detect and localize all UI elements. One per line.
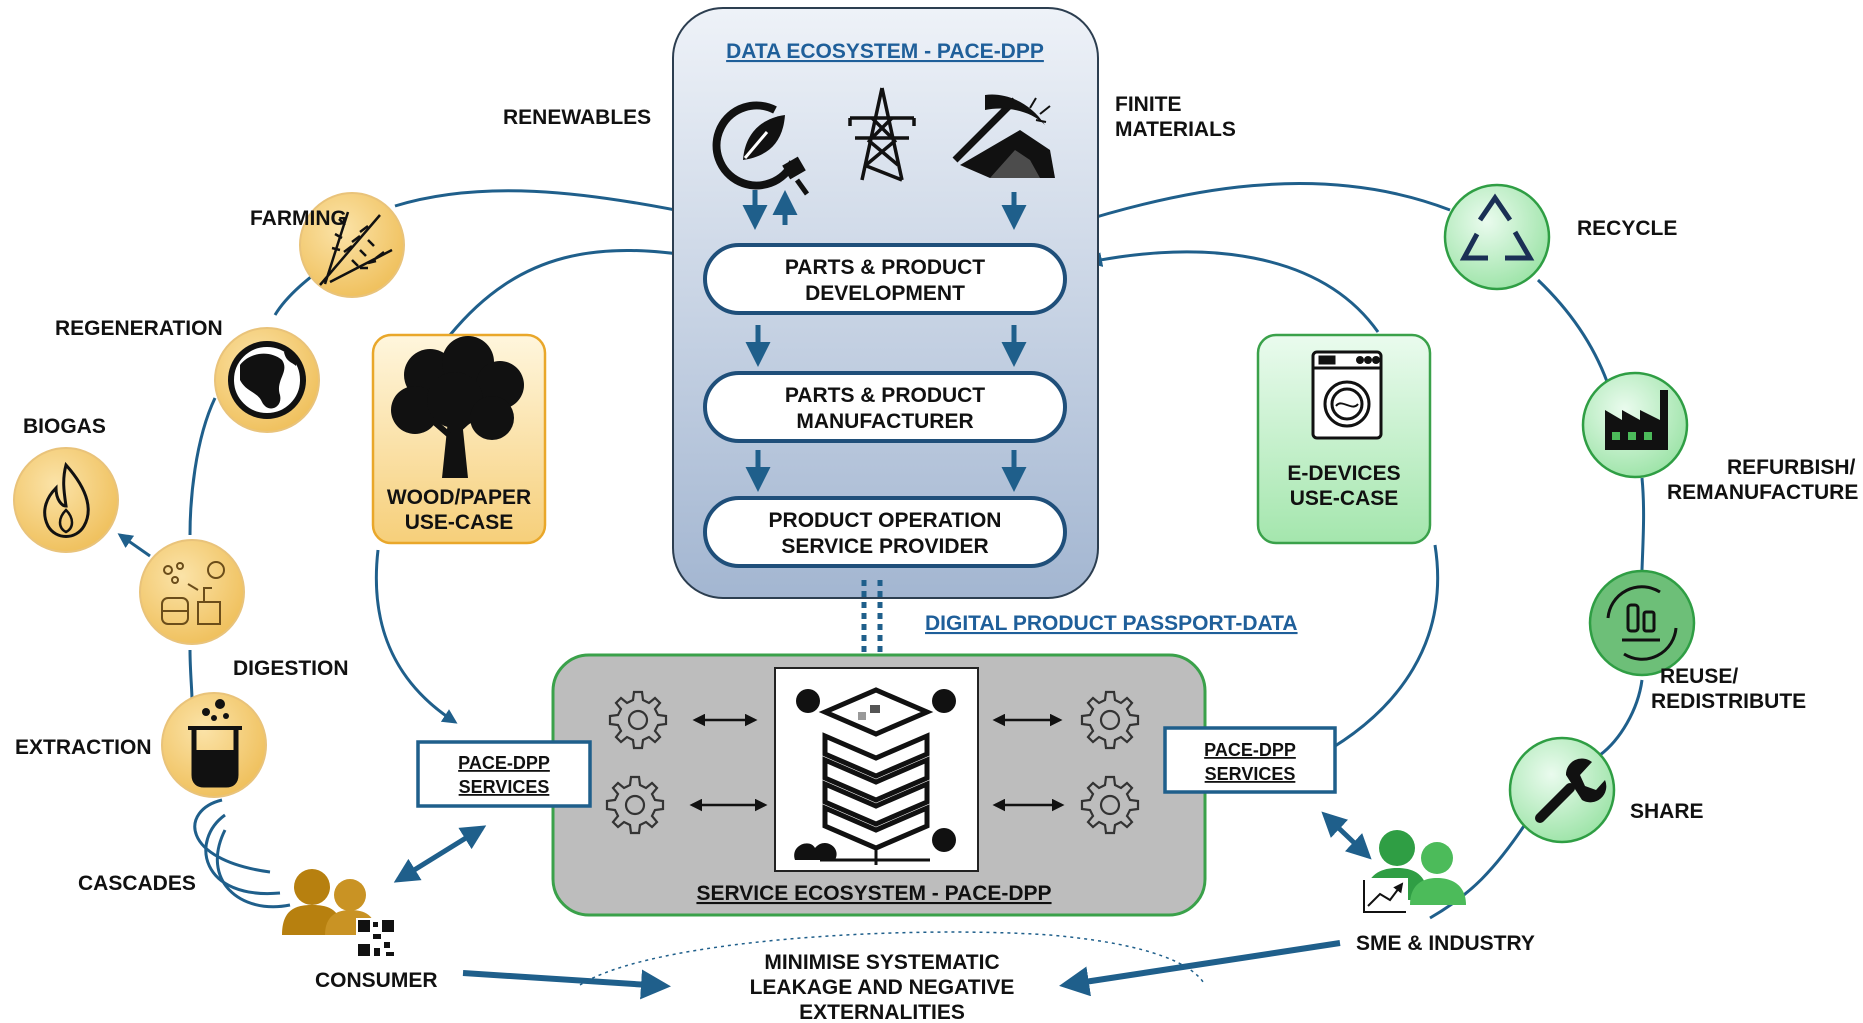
label-regeneration: REGENERATION bbox=[55, 317, 223, 340]
bio-regeneration-node[interactable] bbox=[214, 327, 320, 433]
label-biogas: BIOGAS bbox=[23, 415, 106, 438]
bottom-line-3: EXTERNALITIES bbox=[799, 1001, 965, 1023]
service-ecosystem-panel: SERVICE ECOSYSTEM - PACE-DPP bbox=[551, 653, 1207, 917]
label-farming: FARMING bbox=[250, 207, 347, 230]
consumer-qr-icon[interactable] bbox=[282, 869, 396, 958]
svg-text:PARTS & PRODUCT: PARTS & PRODUCT bbox=[785, 384, 985, 407]
wood-to-development-arrow bbox=[448, 248, 708, 336]
label-recycle: RECYCLE bbox=[1577, 217, 1677, 240]
consumer-services-arrow bbox=[393, 825, 487, 883]
step-service-provider[interactable]: PRODUCT OPERATION SERVICE PROVIDER bbox=[703, 496, 1067, 568]
label-refurbish-1: REFURBISH/ bbox=[1727, 456, 1856, 479]
svg-text:PRODUCT OPERATION: PRODUCT OPERATION bbox=[769, 509, 1002, 532]
svg-text:PACE-DPP: PACE-DPP bbox=[1204, 740, 1296, 760]
step-development[interactable]: PARTS & PRODUCT DEVELOPMENT bbox=[703, 243, 1067, 315]
renewable-energy-icon bbox=[712, 101, 810, 196]
label-extraction: EXTRACTION bbox=[15, 736, 152, 759]
label-refurbish-2: REMANUFACTURE bbox=[1667, 481, 1858, 504]
edevices-to-services-arrow bbox=[1317, 544, 1440, 757]
label-reuse-2: REDISTRIBUTE bbox=[1651, 690, 1806, 713]
sme-leakage-arrow bbox=[1059, 940, 1341, 997]
wrench-icon bbox=[1535, 758, 1607, 823]
tech-recycle-node[interactable] bbox=[1443, 183, 1551, 291]
flow-arrows bbox=[742, 190, 1027, 492]
svg-text:DEVELOPMENT: DEVELOPMENT bbox=[805, 282, 965, 305]
wheat-icon bbox=[319, 211, 393, 286]
dpp-data-connector bbox=[861, 580, 883, 672]
sme-growth-icon[interactable] bbox=[1360, 830, 1466, 914]
factory-icon bbox=[1605, 390, 1668, 450]
edevices-to-development-arrow bbox=[1087, 250, 1380, 333]
data-ecosystem-panel: DATA ECOSYSTEM - PACE-DPP bbox=[672, 7, 1099, 599]
biogas-plant-icon bbox=[161, 561, 225, 625]
label-digestion: DIGESTION bbox=[233, 657, 349, 680]
reuse-icon bbox=[1606, 585, 1678, 661]
tech-share-node[interactable] bbox=[1508, 736, 1616, 844]
svg-text:E-DEVICES: E-DEVICES bbox=[1287, 462, 1400, 485]
beaker-icon bbox=[188, 699, 242, 788]
svg-text:SERVICES: SERVICES bbox=[459, 777, 550, 797]
bio-extraction-node[interactable] bbox=[161, 692, 267, 798]
label-reuse-1: REUSE/ bbox=[1660, 665, 1738, 688]
e-devices-use-case[interactable]: E-DEVICES USE-CASE bbox=[1256, 333, 1432, 545]
data-ecosystem-title[interactable]: DATA ECOSYSTEM - PACE-DPP bbox=[726, 40, 1044, 63]
svg-text:USE-CASE: USE-CASE bbox=[405, 511, 514, 534]
tree-icon bbox=[391, 336, 524, 478]
label-cascades: CASCADES bbox=[78, 872, 196, 895]
farming-to-development-arrow bbox=[394, 189, 703, 220]
bottom-dotted-arc bbox=[579, 931, 1206, 986]
mining-pickaxe-icon bbox=[952, 94, 1055, 178]
server-stack-icon bbox=[774, 667, 979, 872]
bio-farming-node[interactable] bbox=[299, 192, 405, 298]
label-consumer: CONSUMER bbox=[315, 969, 438, 992]
tech-refurbish-node[interactable] bbox=[1581, 371, 1689, 479]
label-finite-1: FINITE bbox=[1115, 93, 1182, 116]
label-finite-2: MATERIALS bbox=[1115, 118, 1236, 141]
svg-text:SERVICE PROVIDER: SERVICE PROVIDER bbox=[781, 535, 988, 558]
step-manufacturer[interactable]: PARTS & PRODUCT MANUFACTURER bbox=[703, 371, 1067, 443]
recycle-icon bbox=[1459, 193, 1535, 261]
svg-text:MANUFACTURER: MANUFACTURER bbox=[796, 410, 973, 433]
consumer-leakage-arrow bbox=[462, 969, 671, 1000]
services-box-right[interactable]: PACE-DPP SERVICES bbox=[1163, 726, 1337, 794]
svg-text:USE-CASE: USE-CASE bbox=[1290, 487, 1399, 510]
service-ecosystem-title: SERVICE ECOSYSTEM - PACE-DPP bbox=[696, 882, 1051, 905]
svg-text:PARTS & PRODUCT: PARTS & PRODUCT bbox=[785, 256, 985, 279]
svg-text:WOOD/PAPER: WOOD/PAPER bbox=[387, 486, 531, 509]
washing-machine-icon bbox=[1311, 350, 1383, 440]
bio-biogas-node[interactable] bbox=[13, 447, 119, 553]
svg-text:SERVICES: SERVICES bbox=[1205, 764, 1296, 784]
services-box-left[interactable]: PACE-DPP SERVICES bbox=[416, 740, 592, 808]
svg-text:PACE-DPP: PACE-DPP bbox=[458, 753, 550, 773]
label-sme: SME & INDUSTRY bbox=[1356, 932, 1535, 955]
bottom-line-2: LEAKAGE AND NEGATIVE bbox=[750, 976, 1015, 999]
label-share: SHARE bbox=[1630, 800, 1704, 823]
digestion-to-biogas-arrow bbox=[117, 533, 151, 558]
dpp-data-label[interactable]: DIGITAL PRODUCT PASSPORT-DATA bbox=[925, 612, 1298, 635]
label-renewables: RENEWABLES bbox=[503, 106, 651, 129]
globe-icon bbox=[228, 341, 306, 419]
bio-digestion-node[interactable] bbox=[139, 539, 245, 645]
bottom-line-1: MINIMISE SYSTEMATIC bbox=[764, 951, 999, 974]
sme-services-arrow bbox=[1321, 811, 1372, 860]
wood-to-services-arrow bbox=[374, 549, 458, 724]
cycle-lines bbox=[117, 182, 1646, 920]
power-pylon-icon bbox=[848, 87, 916, 182]
recycle-to-development-arrow bbox=[1067, 182, 1451, 229]
tech-reuse-node[interactable] bbox=[1588, 569, 1696, 677]
flame-icon bbox=[43, 461, 90, 538]
wood-paper-use-case[interactable]: WOOD/PAPER USE-CASE bbox=[371, 333, 547, 545]
